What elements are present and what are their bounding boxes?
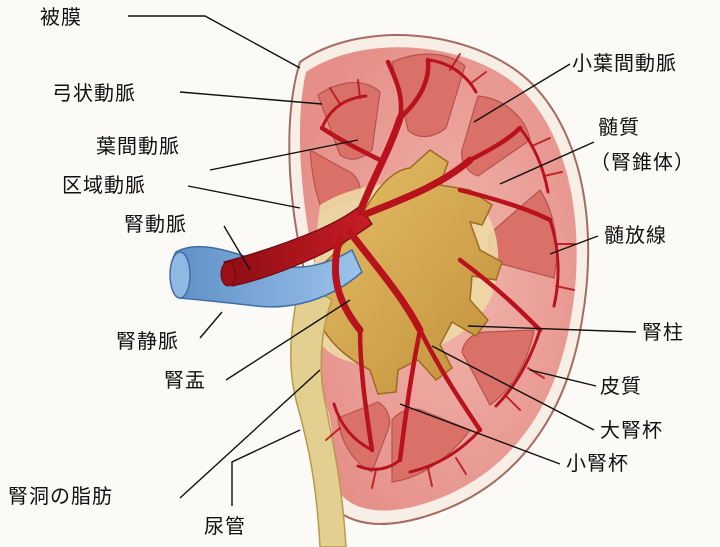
leader-segmental-artery [188, 186, 300, 208]
renal-artery-opening [221, 262, 235, 286]
label-arcuate-artery: 弓状動脈 [52, 81, 136, 105]
label-renal-sinus-fat: 腎洞の脂肪 [8, 484, 113, 508]
label-renal-artery: 腎動脈 [124, 212, 187, 236]
label-cortex: 皮質 [600, 374, 642, 398]
label-medulla: 髄質 [598, 115, 640, 139]
label-segmental-artery: 区域動脈 [62, 173, 146, 197]
label-interlobar-artery: 葉間動脈 [96, 134, 180, 158]
label-ureter: 尿管 [204, 514, 246, 538]
renal-vein-opening [170, 252, 190, 298]
label-minor-calyx: 小腎杯 [566, 451, 629, 475]
label-major-calyx: 大腎杯 [600, 418, 663, 442]
label-medullary-ray: 髄放線 [604, 223, 667, 247]
label-capsule: 被膜 [40, 5, 82, 29]
label-renal-column: 腎柱 [642, 320, 684, 344]
label-medulla-sub: （腎錐体） [590, 150, 695, 174]
label-interlobular-artery: 小葉間動脈 [572, 51, 677, 75]
leader-renal-vein [200, 312, 222, 338]
label-renal-vein: 腎静脈 [116, 329, 179, 353]
leader-capsule [128, 16, 300, 68]
label-renal-pelvis: 腎盂 [164, 368, 206, 392]
